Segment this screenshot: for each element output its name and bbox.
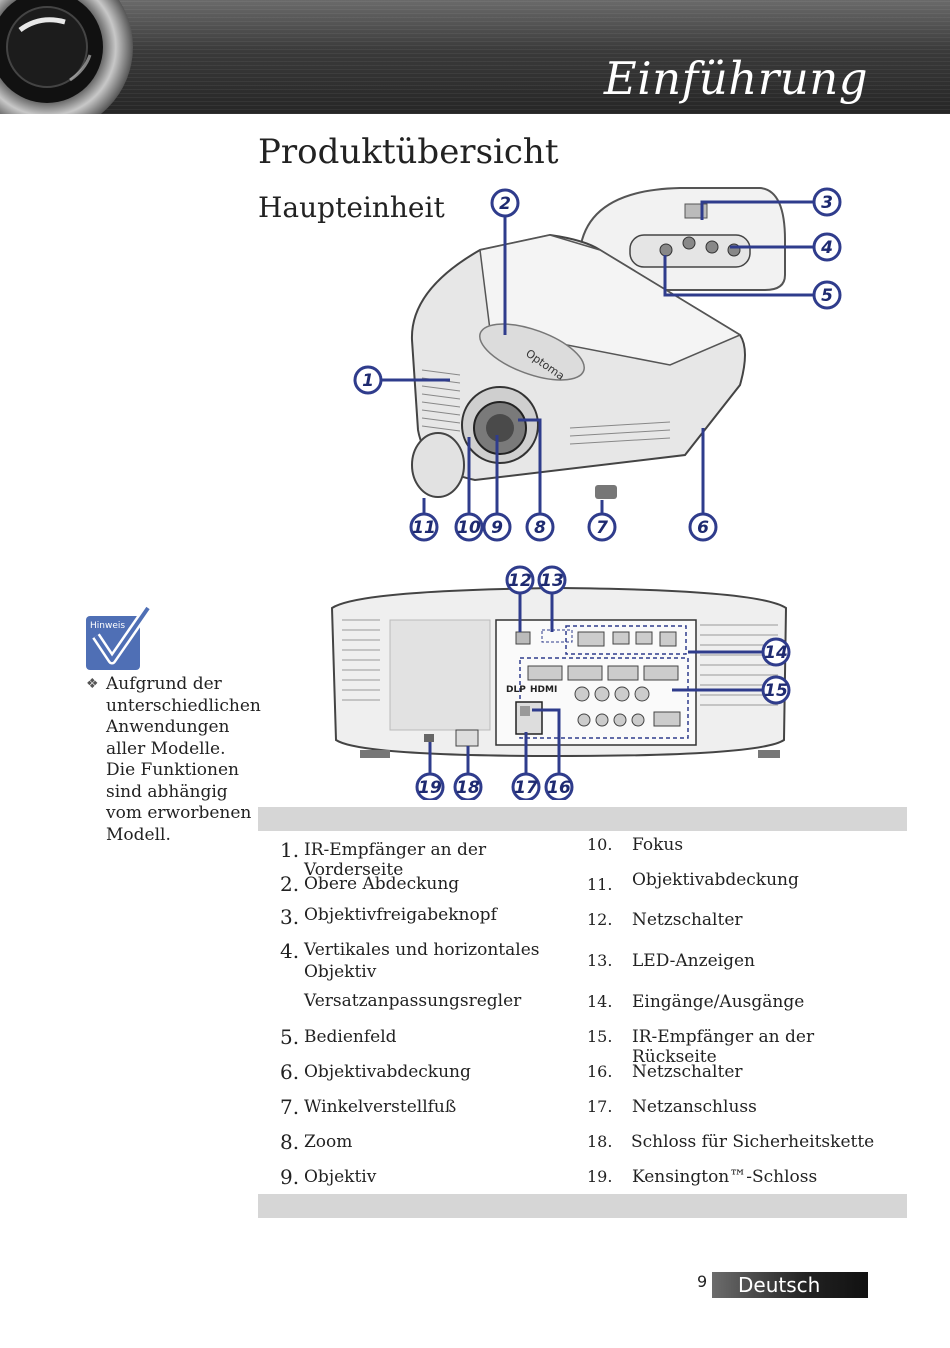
svg-text:18: 18	[456, 778, 480, 798]
callout-4: 4	[812, 232, 842, 262]
lens-cap	[411, 432, 465, 498]
svg-text:4: 4	[820, 238, 833, 258]
svg-text:1: 1	[362, 371, 374, 391]
svg-text:11: 11	[412, 518, 436, 538]
io-group-bottom	[519, 657, 689, 739]
lens-graphic-icon	[0, 0, 133, 114]
list-item: 16. Netzschalter	[587, 1062, 743, 1082]
list-item: 9. Objektiv	[280, 1165, 377, 1189]
control-panel-button	[682, 236, 696, 250]
list-item: 15. IR-Empfänger an der Rückseite	[587, 1027, 815, 1067]
svg-text:17: 17	[514, 778, 538, 798]
kensington-slot	[424, 734, 434, 742]
callout-9: 9	[482, 512, 512, 542]
callout-13: 13	[537, 565, 567, 595]
header-stripes	[0, 0, 950, 114]
side-vents	[421, 369, 671, 445]
list-item: 17. Netzanschluss	[587, 1097, 757, 1117]
callout-16: 16	[544, 772, 574, 800]
list-item: 18. Schloss für Sicherheitskette	[587, 1132, 875, 1152]
page-title: Produktübersicht	[258, 132, 559, 172]
power-switch	[520, 706, 530, 716]
list-item: 14. Eingänge/Ausgänge	[587, 992, 805, 1012]
note-text: ❖ Aufgrund der unterschiedlichen Anwendu…	[86, 674, 261, 846]
svg-text:14: 14	[764, 643, 788, 663]
list-item: 2. Obere Abdeckung	[280, 872, 460, 896]
section-subtitle: Haupteinheit	[258, 191, 445, 224]
callout-7: 7	[587, 512, 617, 542]
callout-5: 5	[812, 280, 842, 310]
svg-text:8: 8	[534, 518, 546, 538]
dlp-logo: DLP	[506, 685, 526, 695]
list-item: 4. Vertikales und horizontales Objektiv …	[280, 939, 540, 1011]
note-body: Aufgrund der unterschiedlichen Anwendung…	[106, 674, 261, 845]
svg-text:3: 3	[821, 193, 833, 213]
list-item: 3. Objektivfreigabeknopf	[280, 905, 497, 929]
callout-14: 14	[761, 637, 791, 667]
svg-text:7: 7	[596, 518, 608, 538]
svg-text:12: 12	[508, 571, 532, 591]
list-item: 8. Zoom	[280, 1130, 353, 1154]
control-panel-button	[705, 240, 719, 254]
svg-text:10: 10	[457, 518, 481, 538]
callout-15: 15	[761, 675, 791, 705]
callout-3: 3	[812, 187, 842, 217]
list-item: 19. Kensington™-Schloss	[587, 1167, 818, 1187]
list-item: 13. LED-Anzeigen	[587, 951, 755, 971]
rear-foot	[360, 750, 390, 758]
callout-11: 11	[409, 512, 439, 542]
svg-text:6: 6	[697, 518, 709, 538]
tilt-foot	[595, 485, 617, 499]
list-item: 1. IR-Empfänger an der Vorderseite	[280, 838, 487, 880]
callout-17: 17	[511, 772, 541, 800]
chapter-title: Einführung	[603, 52, 868, 105]
control-panel-button	[659, 243, 673, 257]
list-item: 11. Objektivabdeckung	[587, 870, 799, 894]
callout-2: 2	[490, 188, 520, 218]
io-group-top	[565, 625, 687, 655]
lens-center	[486, 414, 514, 442]
control-panel	[629, 234, 751, 268]
callout-1: 1	[353, 365, 383, 395]
svg-text:16: 16	[547, 778, 571, 798]
svg-text:19: 19	[418, 778, 442, 798]
svg-text:13: 13	[540, 571, 564, 591]
list-item: 6. Objektivabdeckung	[280, 1060, 471, 1084]
led-indicators	[541, 629, 573, 643]
fan-area	[389, 619, 491, 731]
list-item: 10. Fokus	[587, 835, 684, 855]
list-item: 12. Netzschalter	[587, 910, 743, 930]
note-check-icon: Hinweis	[86, 606, 152, 670]
list-bottom-bar	[258, 1194, 907, 1218]
callout-18: 18	[453, 772, 483, 800]
brand-plate	[479, 323, 585, 381]
callout-12: 12	[505, 565, 535, 595]
power-switch-top	[515, 631, 531, 645]
security-bar	[455, 729, 479, 747]
svg-text:15: 15	[764, 681, 788, 701]
projector-rear-diagram: DLP HDMI 12 13 14 15 16 17 18 19	[330, 565, 791, 800]
svg-text:2: 2	[499, 194, 511, 214]
callout-6: 6	[688, 512, 718, 542]
page-number: 9	[697, 1272, 708, 1291]
callout-8: 8	[525, 512, 555, 542]
chapter-header: Einführung	[0, 0, 950, 114]
hdmi-logo: HDMI	[530, 685, 557, 695]
svg-text:9: 9	[491, 518, 503, 538]
svg-text:5: 5	[821, 286, 833, 306]
svg-text:Hinweis: Hinweis	[90, 621, 125, 631]
io-ports	[527, 631, 681, 727]
callout-10: 10	[454, 512, 484, 542]
list-top-bar	[258, 807, 907, 831]
lens-release-button	[684, 203, 708, 219]
rear-vents	[342, 619, 778, 706]
list-item: 5. Bedienfeld	[280, 1025, 397, 1049]
callout-19: 19	[415, 772, 445, 800]
language-tab: Deutsch	[712, 1272, 868, 1298]
list-item: 7. Winkelverstellfuß	[280, 1095, 457, 1119]
diamond-bullet-icon: ❖	[86, 676, 99, 692]
projector-front-diagram: Optoma 1 2 3 4 5 6 7 8 9 10 11	[353, 187, 842, 542]
rear-foot	[758, 750, 780, 758]
